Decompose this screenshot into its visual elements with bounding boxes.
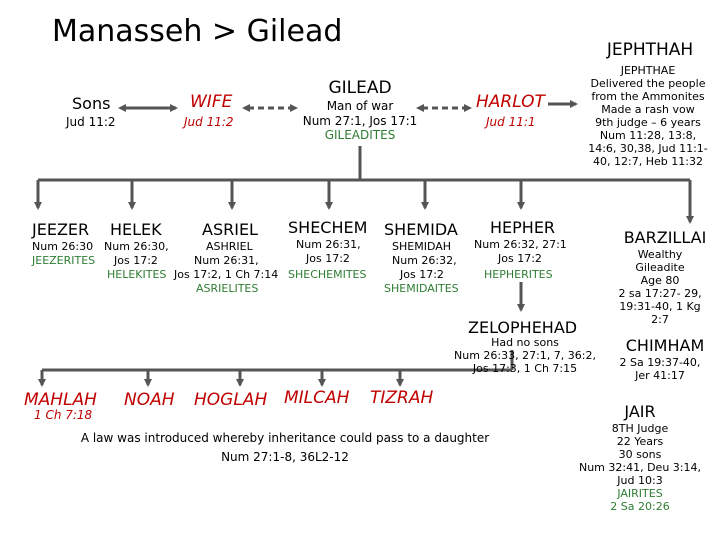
law-ref: Num 27:1-8, 36L2-12 [221, 450, 349, 464]
gilead-name: GILEAD [328, 78, 392, 98]
helek-name: HELEK [110, 220, 162, 239]
asriel-name: ASRIEL [202, 220, 258, 239]
daughter-hoglah: HOGLAH [194, 390, 268, 410]
shemida-ref2: Jos 17:2 [400, 268, 444, 281]
shechem-ref1: Num 26:31, [296, 238, 361, 251]
asriel-alt: ASHRIEL [206, 240, 253, 253]
asriel-ref1: Num 26:31, [194, 254, 259, 267]
jeezer-ref: Num 26:30 [32, 240, 94, 253]
shemida-ref1: Num 26:32, [392, 254, 457, 267]
jephthah-details: JEPHTHAE Delivered the people from the A… [588, 64, 708, 168]
daughter-noah: NOAH [124, 390, 175, 410]
jair-name: JAIR [624, 402, 656, 421]
daughter-tizrah: TIZRAH [370, 388, 434, 408]
shemida-alt: SHEMIDAH [392, 240, 452, 253]
shechem-clan: SHECHEMITES [288, 268, 367, 281]
daughter-mahlah: MAHLAH [24, 390, 97, 410]
hepher-clan: HEPHERITES [484, 268, 553, 281]
helek-clan: HELEKITES [107, 268, 167, 281]
barzillai-details: Wealthy Gileadite Age 80 2 sa 17:27- 29,… [618, 248, 702, 326]
shechem-ref2: Jos 17:2 [306, 252, 350, 265]
gilead-desc: Man of war [326, 99, 394, 113]
jeezer-name: JEEZER [32, 220, 90, 239]
zelophehad-details: Had no sons Num 26:33, 27:1, 7, 36:2, Jo… [454, 336, 596, 375]
jeezer-clan: JEEZERITES [32, 254, 96, 267]
wife-label: WIFE [190, 92, 233, 112]
hepher-ref2: Jos 17:2 [498, 252, 542, 265]
shechem-name: SHECHEM [288, 218, 368, 237]
harlot-label: HARLOT [476, 92, 545, 112]
barzillai-name: BARZILLAI [623, 228, 707, 247]
jephthah-name: JEPHTHAH [606, 40, 694, 60]
helek-ref1: Num 26:30, [104, 240, 169, 253]
shemida-name: SHEMIDA [384, 220, 458, 239]
gilead-clan: GILEADITES [324, 128, 396, 142]
daughter-milcah: MILCAH [284, 388, 350, 408]
daughter-mahlah-ref: 1 Ch 7:18 [34, 408, 93, 422]
law-note: A law was introduced whereby inheritance… [80, 431, 490, 445]
hepher-name: HEPHER [490, 218, 556, 237]
sons-ref: Jud 11:2 [66, 115, 116, 129]
asriel-ref2: Jos 17:2, 1 Ch 7:14 [174, 268, 279, 281]
harlot-ref: Jud 11:1 [486, 115, 536, 129]
sons-label: Sons [72, 94, 111, 113]
gilead-ref: Num 27:1, Jos 17:1 [302, 114, 418, 128]
wife-ref: Jud 11:2 [184, 115, 234, 129]
asriel-clan: ASRIELITES [196, 282, 259, 295]
jair-details: 8TH Judge 22 Years 30 sons Num 32:41, De… [578, 422, 701, 513]
hepher-ref1: Num 26:32, 27:1 [474, 238, 567, 251]
helek-ref2: Jos 17:2 [114, 254, 158, 267]
chimham-name: CHIMHAM [625, 336, 705, 355]
page-title: Manasseh > Gilead [52, 14, 343, 49]
shemida-clan: SHEMIDAITES [384, 282, 459, 295]
zelophehad-name: ZELOPHEHAD [468, 318, 578, 337]
chimham-details: 2 Sa 19:37-40, Jer 41:17 [619, 356, 701, 382]
